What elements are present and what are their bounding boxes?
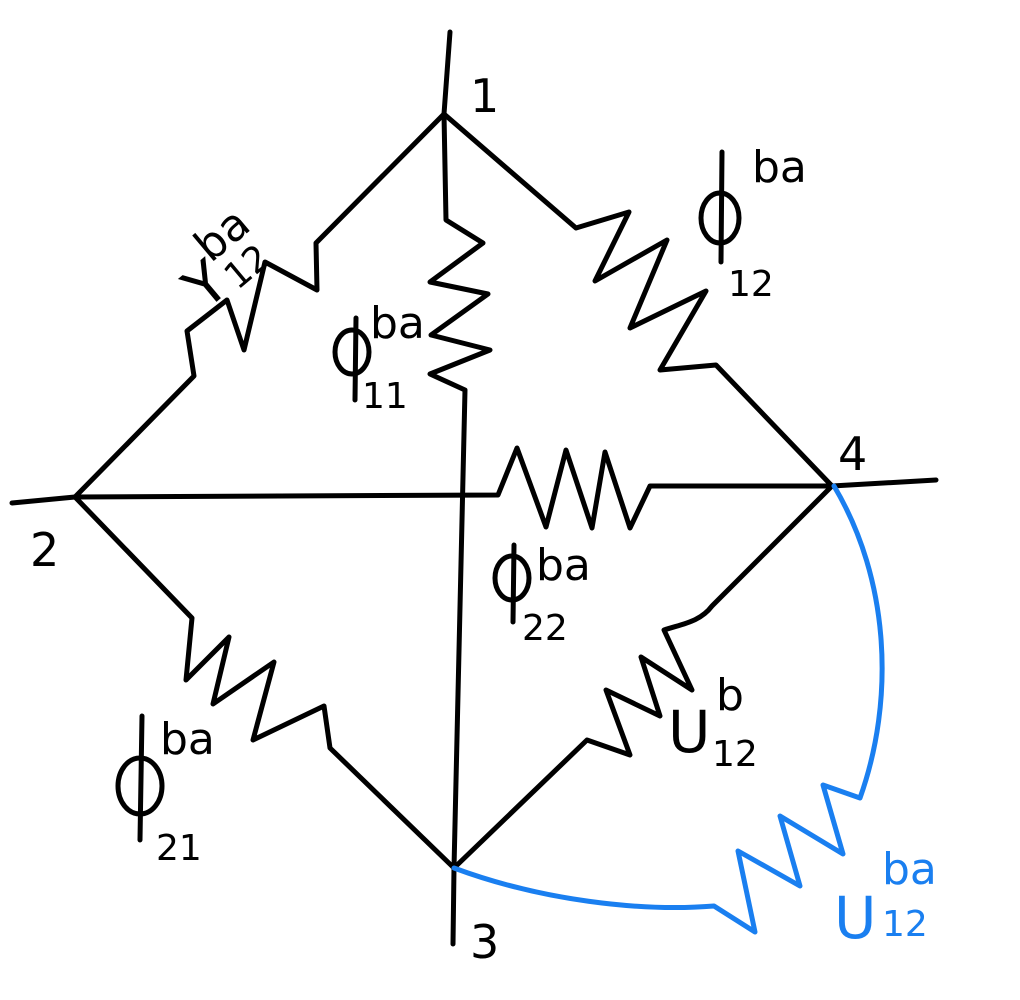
label-u12ba: U ba 12 bbox=[834, 844, 937, 952]
label-phi12: ϕ ba 12 bbox=[698, 142, 807, 305]
phi-glyph-21 bbox=[115, 713, 165, 843]
terminal-stub-3 bbox=[450, 865, 457, 947]
label-phi12-sub: 12 bbox=[728, 264, 774, 305]
label-phi22-sup: ba bbox=[536, 540, 591, 591]
label-u12b-sup: b bbox=[716, 670, 744, 721]
resistor-y12 bbox=[72, 111, 447, 500]
resistor-u12b bbox=[451, 483, 835, 871]
resistor-phi12 bbox=[441, 111, 835, 489]
terminal-stub-2 bbox=[9, 494, 78, 506]
resistor-phi22 bbox=[72, 445, 835, 531]
label-phi11: ϕ ba 11 bbox=[332, 298, 425, 417]
label-phi11-sup: ba bbox=[370, 298, 425, 349]
resistor-phi11 bbox=[427, 111, 493, 871]
terminal-stub-4 bbox=[829, 477, 939, 489]
label-u12b-sub: 12 bbox=[712, 734, 758, 775]
resistor-u12ba bbox=[451, 483, 885, 935]
label-phi21-sup: ba bbox=[160, 714, 215, 765]
phi-glyph-11 bbox=[332, 315, 372, 403]
label-u12ba-symbol: U bbox=[834, 884, 876, 952]
label-phi21-sub: 21 bbox=[156, 828, 202, 869]
phi-glyph-22 bbox=[492, 542, 532, 625]
label-u12b: U b 12 bbox=[668, 670, 758, 775]
label-u12ba-sup: ba bbox=[882, 844, 937, 895]
node-label-3: 3 bbox=[470, 915, 499, 969]
resistor-phi21 bbox=[72, 494, 457, 871]
terminal-stub-1 bbox=[441, 29, 453, 117]
phi-glyph-12 bbox=[698, 149, 742, 265]
node-label-2: 2 bbox=[30, 523, 59, 577]
label-u12b-symbol: U bbox=[668, 698, 710, 766]
label-phi11-sub: 11 bbox=[362, 376, 408, 417]
node-label-1: 1 bbox=[470, 69, 499, 123]
label-y12: Y ba 12 bbox=[170, 198, 279, 323]
label-phi12-sup: ba bbox=[752, 142, 807, 193]
node-label-4: 4 bbox=[838, 427, 867, 481]
label-phi22-sub: 22 bbox=[522, 608, 568, 649]
label-u12ba-sub: 12 bbox=[882, 904, 928, 945]
label-phi22: ϕ ba 22 bbox=[492, 540, 591, 649]
label-phi21: ϕ ba 21 bbox=[115, 713, 215, 869]
